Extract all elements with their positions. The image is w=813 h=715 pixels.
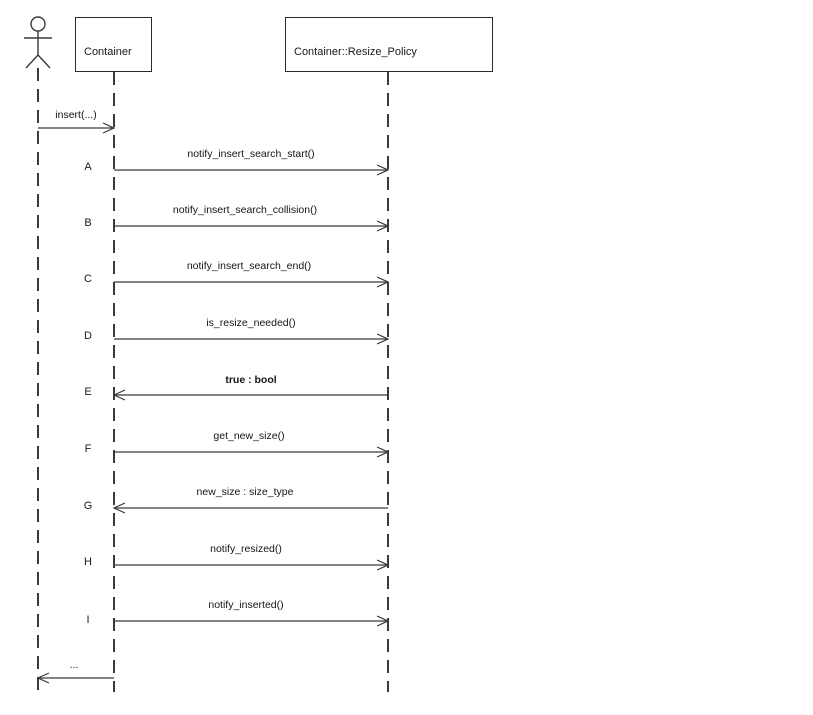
arrow-head-icon [376,220,390,232]
message-arrow-H-8[interactable] [114,559,390,571]
message-label-A-1: notify_insert_search_start() [187,148,315,160]
message-arrow-G-7[interactable] [112,502,388,514]
message-arrow-A-1[interactable] [114,164,390,176]
actor-figure-icon [24,16,52,69]
participant-box-container[interactable] [75,17,152,72]
actor-leg-right-icon [37,54,51,69]
arrow-head-icon [376,333,390,345]
message-arrow-F-6[interactable] [114,446,390,458]
message-label-D-4: is_resize_needed() [206,317,296,329]
message-label-B-2: notify_insert_search_collision() [172,204,318,216]
message-label-final-0: insert(...) [55,109,97,121]
step-label-D: D [84,330,92,342]
arrow-head-icon [112,389,126,401]
message-arrow-x-0[interactable] [38,122,116,134]
participant-label-container: Container [84,46,132,58]
arrow-head-icon [102,122,116,134]
arrow-head-icon [112,502,126,514]
message-label-F-6: get_new_size() [213,430,285,442]
arrow-head-icon [376,559,390,571]
arrow-head-icon [376,164,390,176]
step-label-E: E [84,386,92,398]
step-label-A: A [84,161,92,173]
participant-box-resize_policy[interactable] [285,17,493,72]
message-label-C-3: notify_insert_search_end() [186,260,312,272]
arrow-head-icon [36,672,50,684]
step-label-B: B [84,217,92,229]
step-label-I: I [86,614,90,626]
participant-label-resize_policy: Container::Resize_Policy [294,46,417,58]
arrow-head-icon [376,615,390,627]
message-arrow-x-10[interactable] [36,672,114,684]
step-label-G: G [83,500,93,512]
message-arrow-C-3[interactable] [114,276,390,288]
message-arrow-E-5[interactable] [112,389,388,401]
actor-head-icon [30,16,46,32]
message-label-G-7: new_size : size_type [196,486,294,498]
actor-leg-left-icon [25,54,39,69]
message-label-final-10: ... [69,659,79,671]
arrow-head-icon [376,446,390,458]
step-label-H: H [84,556,92,568]
message-label-I-9: notify_inserted() [208,599,284,611]
arrow-head-icon [376,276,390,288]
message-label-E-5: true : bool [225,374,277,386]
message-arrow-I-9[interactable] [114,615,390,627]
message-arrow-B-2[interactable] [114,220,390,232]
step-label-C: C [84,273,92,285]
message-arrow-D-4[interactable] [114,333,390,345]
message-label-H-8: notify_resized() [210,543,282,555]
step-label-F: F [84,443,92,455]
